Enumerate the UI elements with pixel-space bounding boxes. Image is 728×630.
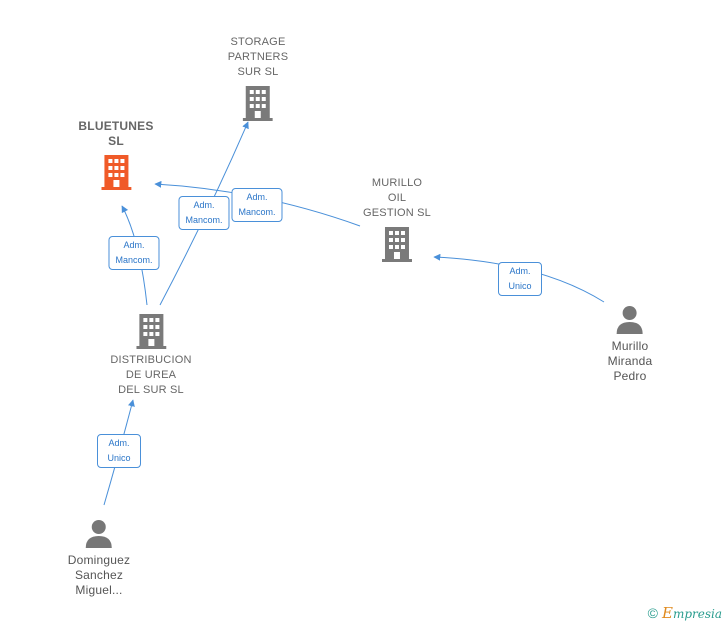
edge-badge-murillo-to-bluetunes[interactable]: Adm. Mancom. [231,188,283,222]
node-dominguez[interactable]: Dominguez Sanchez Miguel... [68,518,131,598]
node-label: Dominguez Sanchez Miguel... [67,553,131,597]
node-storage-partners[interactable]: STORAGE PARTNERS SUR SL [228,35,288,121]
building-icon [242,86,273,121]
person-icon [86,520,112,548]
edge-badge-dist-to-bluetunes[interactable]: Adm. Mancom. [108,236,160,270]
node-bluetunes[interactable]: BLUETUNES SL [78,119,153,190]
node-murillo-oil[interactable]: MURILLO OIL GESTION SL [363,176,431,262]
node-label: Murillo Miranda Pedro [607,339,653,383]
brand-rest: mpresia [672,607,722,621]
edge-badge-dist-to-storage[interactable]: Adm. Mancom. [178,196,230,230]
node-label: MURILLO OIL GESTION SL [362,177,432,219]
footer-brand[interactable]: © Empresia [648,604,722,622]
edge-badge-pedro-to-murillo[interactable]: Adm. Unico [498,262,542,296]
node-distribucion[interactable]: DISTRIBUCION DE UREA DEL SUR SL [110,313,191,398]
brand-logo: Empresia [662,604,722,622]
brand-initial: E [661,604,673,622]
building-icon [100,155,131,190]
node-label: DISTRIBUCION DE UREA DEL SUR SL [110,354,192,396]
copyright-icon: © [647,605,658,621]
building-icon [136,314,166,349]
node-label: BLUETUNES SL [78,119,154,148]
edge-badge-dominguez-to-dist[interactable]: Adm. Unico [97,434,141,468]
person-icon [616,306,643,334]
building-icon [382,227,412,262]
node-label: STORAGE PARTNERS SUR SL [227,36,289,78]
node-murillo-pedro[interactable]: Murillo Miranda Pedro [608,304,653,384]
